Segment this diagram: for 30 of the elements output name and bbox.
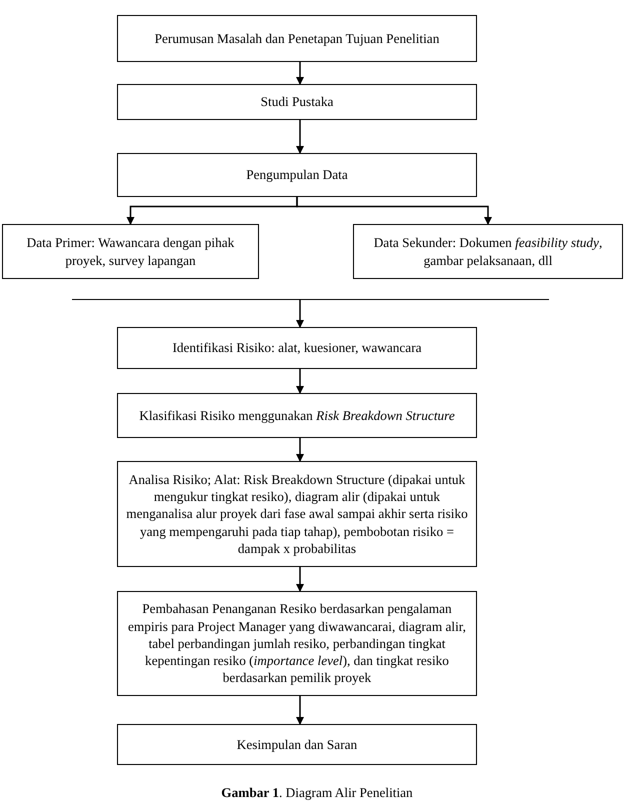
box-text: Studi Pustaka bbox=[260, 93, 334, 111]
box-text: Perumusan Masalah dan Penetapan Tujuan Penelitian bbox=[154, 30, 440, 48]
arrow bbox=[296, 438, 304, 462]
process-box bbox=[117, 327, 477, 369]
arrow bbox=[296, 62, 304, 85]
arrow bbox=[296, 696, 304, 725]
arrow bbox=[296, 120, 304, 154]
box-text: Analisa Risiko; Alat: Risk Breakdown Structure (dipakai untuk mengukur tingkat resiko), diagram alir (dipakai untuk menganalisa alur proyek dari fase awal sampai akhir serta risiko yang mempengaruhi pada tiap tahap), pembobotan risiko = dampak x probabilitas bbox=[126, 470, 468, 558]
merge-line bbox=[72, 299, 549, 300]
arrow bbox=[296, 369, 304, 394]
box-text: Kesimpulan dan Saran bbox=[236, 736, 358, 754]
process-box bbox=[2, 224, 259, 279]
process-box bbox=[117, 153, 477, 197]
box-text: Pengumpulan Data bbox=[246, 166, 348, 184]
process-box bbox=[117, 461, 477, 567]
process-box bbox=[117, 724, 477, 765]
arrow bbox=[296, 299, 304, 328]
process-box bbox=[117, 591, 477, 696]
box-text: Pembahasan Penanganan Resiko berdasarkan pengalaman empiris para Project Manager yang diwawancarai, diagram alir, tabel perbandingan jumlah resiko, perbandingan tingkat kepentingan resiko (importance level), dan tingkat resiko berdasarkan pemilik proyek bbox=[126, 600, 468, 687]
process-box bbox=[117, 393, 477, 438]
box-text: Data Sekunder: Dokumen feasibility study, gambar pelaksanaan, dll bbox=[372, 234, 604, 269]
process-box bbox=[117, 15, 477, 62]
box-text: Data Primer: Wawancara dengan pihak proyek, survey lapangan bbox=[26, 234, 236, 269]
arrow bbox=[296, 197, 492, 225]
box-text: Klasifikasi Risiko menggunakan Risk Breakdown Structure bbox=[139, 406, 455, 424]
box-text: Identifikasi Risiko: alat, kuesioner, wawancara bbox=[172, 339, 422, 357]
arrow bbox=[296, 567, 304, 592]
caption: Gambar 1. Diagram Alir Penelitian bbox=[221, 785, 413, 800]
process-box bbox=[353, 224, 623, 279]
process-box bbox=[117, 84, 477, 120]
